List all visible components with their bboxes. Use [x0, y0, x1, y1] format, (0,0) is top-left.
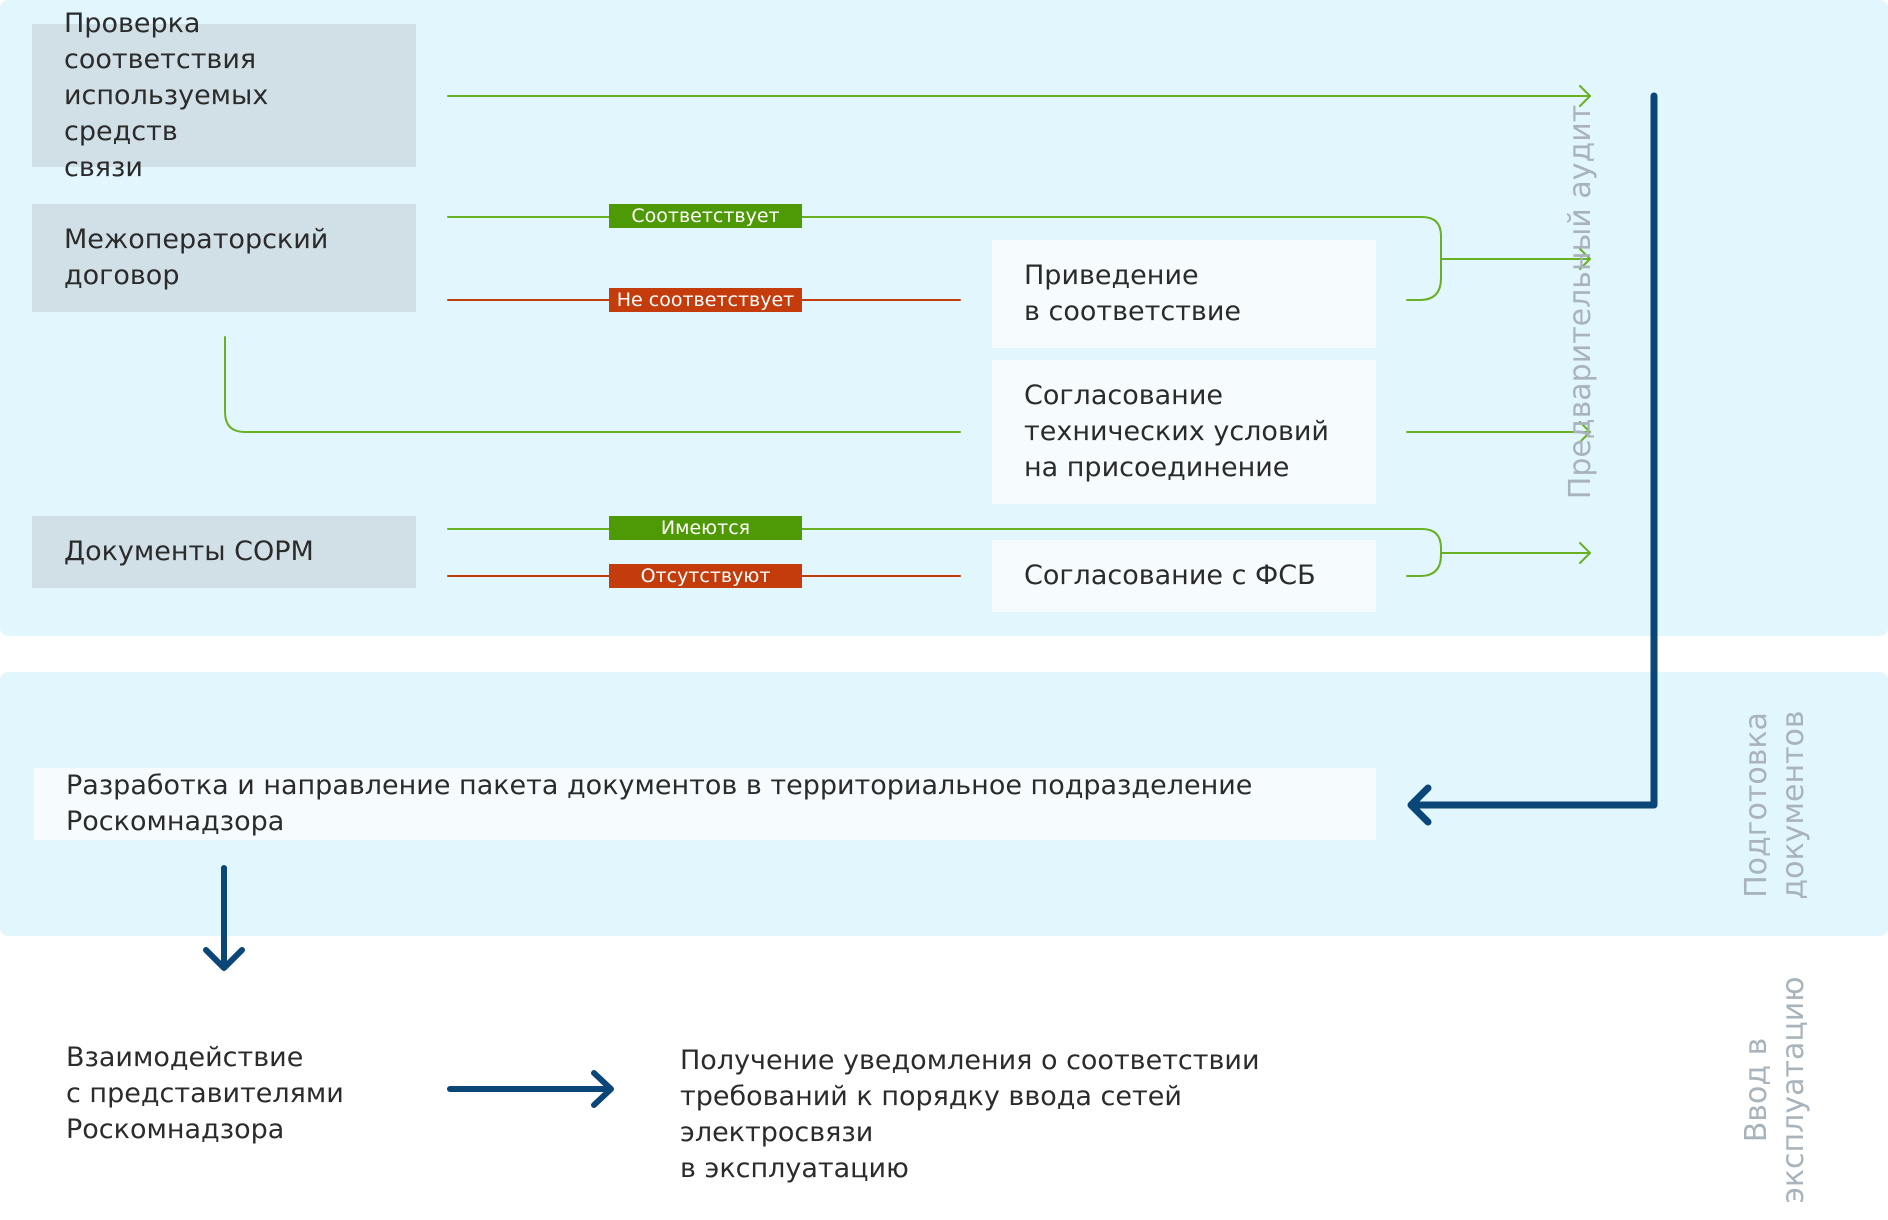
- stage-pre-audit: Предварительный аудит: [1563, 104, 1598, 500]
- tag-available: Имеются: [609, 516, 802, 540]
- tag-complies: Соответствует: [609, 204, 802, 228]
- sorm-docs-label: Документы СОРМ: [64, 536, 314, 567]
- package-label: Разработка и направление пакета документ…: [66, 770, 1253, 837]
- arrow-package-down: [203, 865, 245, 971]
- interop-contract-label: Межоператорский договор: [64, 224, 329, 291]
- line-available: [447, 528, 1442, 577]
- bring-compliance-label: Приведение в соответствие: [1024, 260, 1242, 327]
- check-means-label: Проверка соответствия используемых средс…: [64, 7, 269, 183]
- arrow-tech-conditions: [1406, 421, 1591, 443]
- tech-conditions-block: Согласование технических условий на прис…: [992, 360, 1376, 504]
- package-block: Разработка и направление пакета документ…: [34, 768, 1376, 840]
- interaction-text: Взаимодействие с представителями Роскомн…: [66, 1042, 344, 1145]
- fsb-approval-label: Согласование с ФСБ: [1024, 560, 1316, 591]
- interop-contract-block: Межоператорский договор: [32, 204, 416, 312]
- tag-missing: Отсутствуют: [609, 564, 802, 588]
- line-complies: [447, 216, 1442, 301]
- check-means-block: Проверка соответствия используемых средс…: [32, 8, 416, 183]
- stage-commissioning: Ввод в эксплуатацию: [1739, 976, 1811, 1204]
- arrow-check-means: [447, 85, 1591, 107]
- arrow-interaction-notification: [447, 1070, 614, 1108]
- notification-text: Получение уведомления о соответствии тре…: [680, 1045, 1260, 1184]
- tech-conditions-label: Согласование технических условий на прис…: [1024, 380, 1329, 483]
- arrow-audit-to-package: [1407, 92, 1658, 826]
- arrow-complies-merge: [1440, 248, 1591, 270]
- stage-doc-prep: Подготовка документов: [1739, 710, 1811, 900]
- sorm-docs-block: Документы СОРМ: [32, 516, 416, 588]
- line-contract-tech: [224, 336, 961, 433]
- fsb-approval-block: Согласование с ФСБ: [992, 540, 1376, 612]
- tag-not-complies: Не соответствует: [609, 288, 802, 312]
- arrow-available-merge: [1440, 542, 1591, 564]
- bring-compliance-block: Приведение в соответствие: [992, 240, 1376, 348]
